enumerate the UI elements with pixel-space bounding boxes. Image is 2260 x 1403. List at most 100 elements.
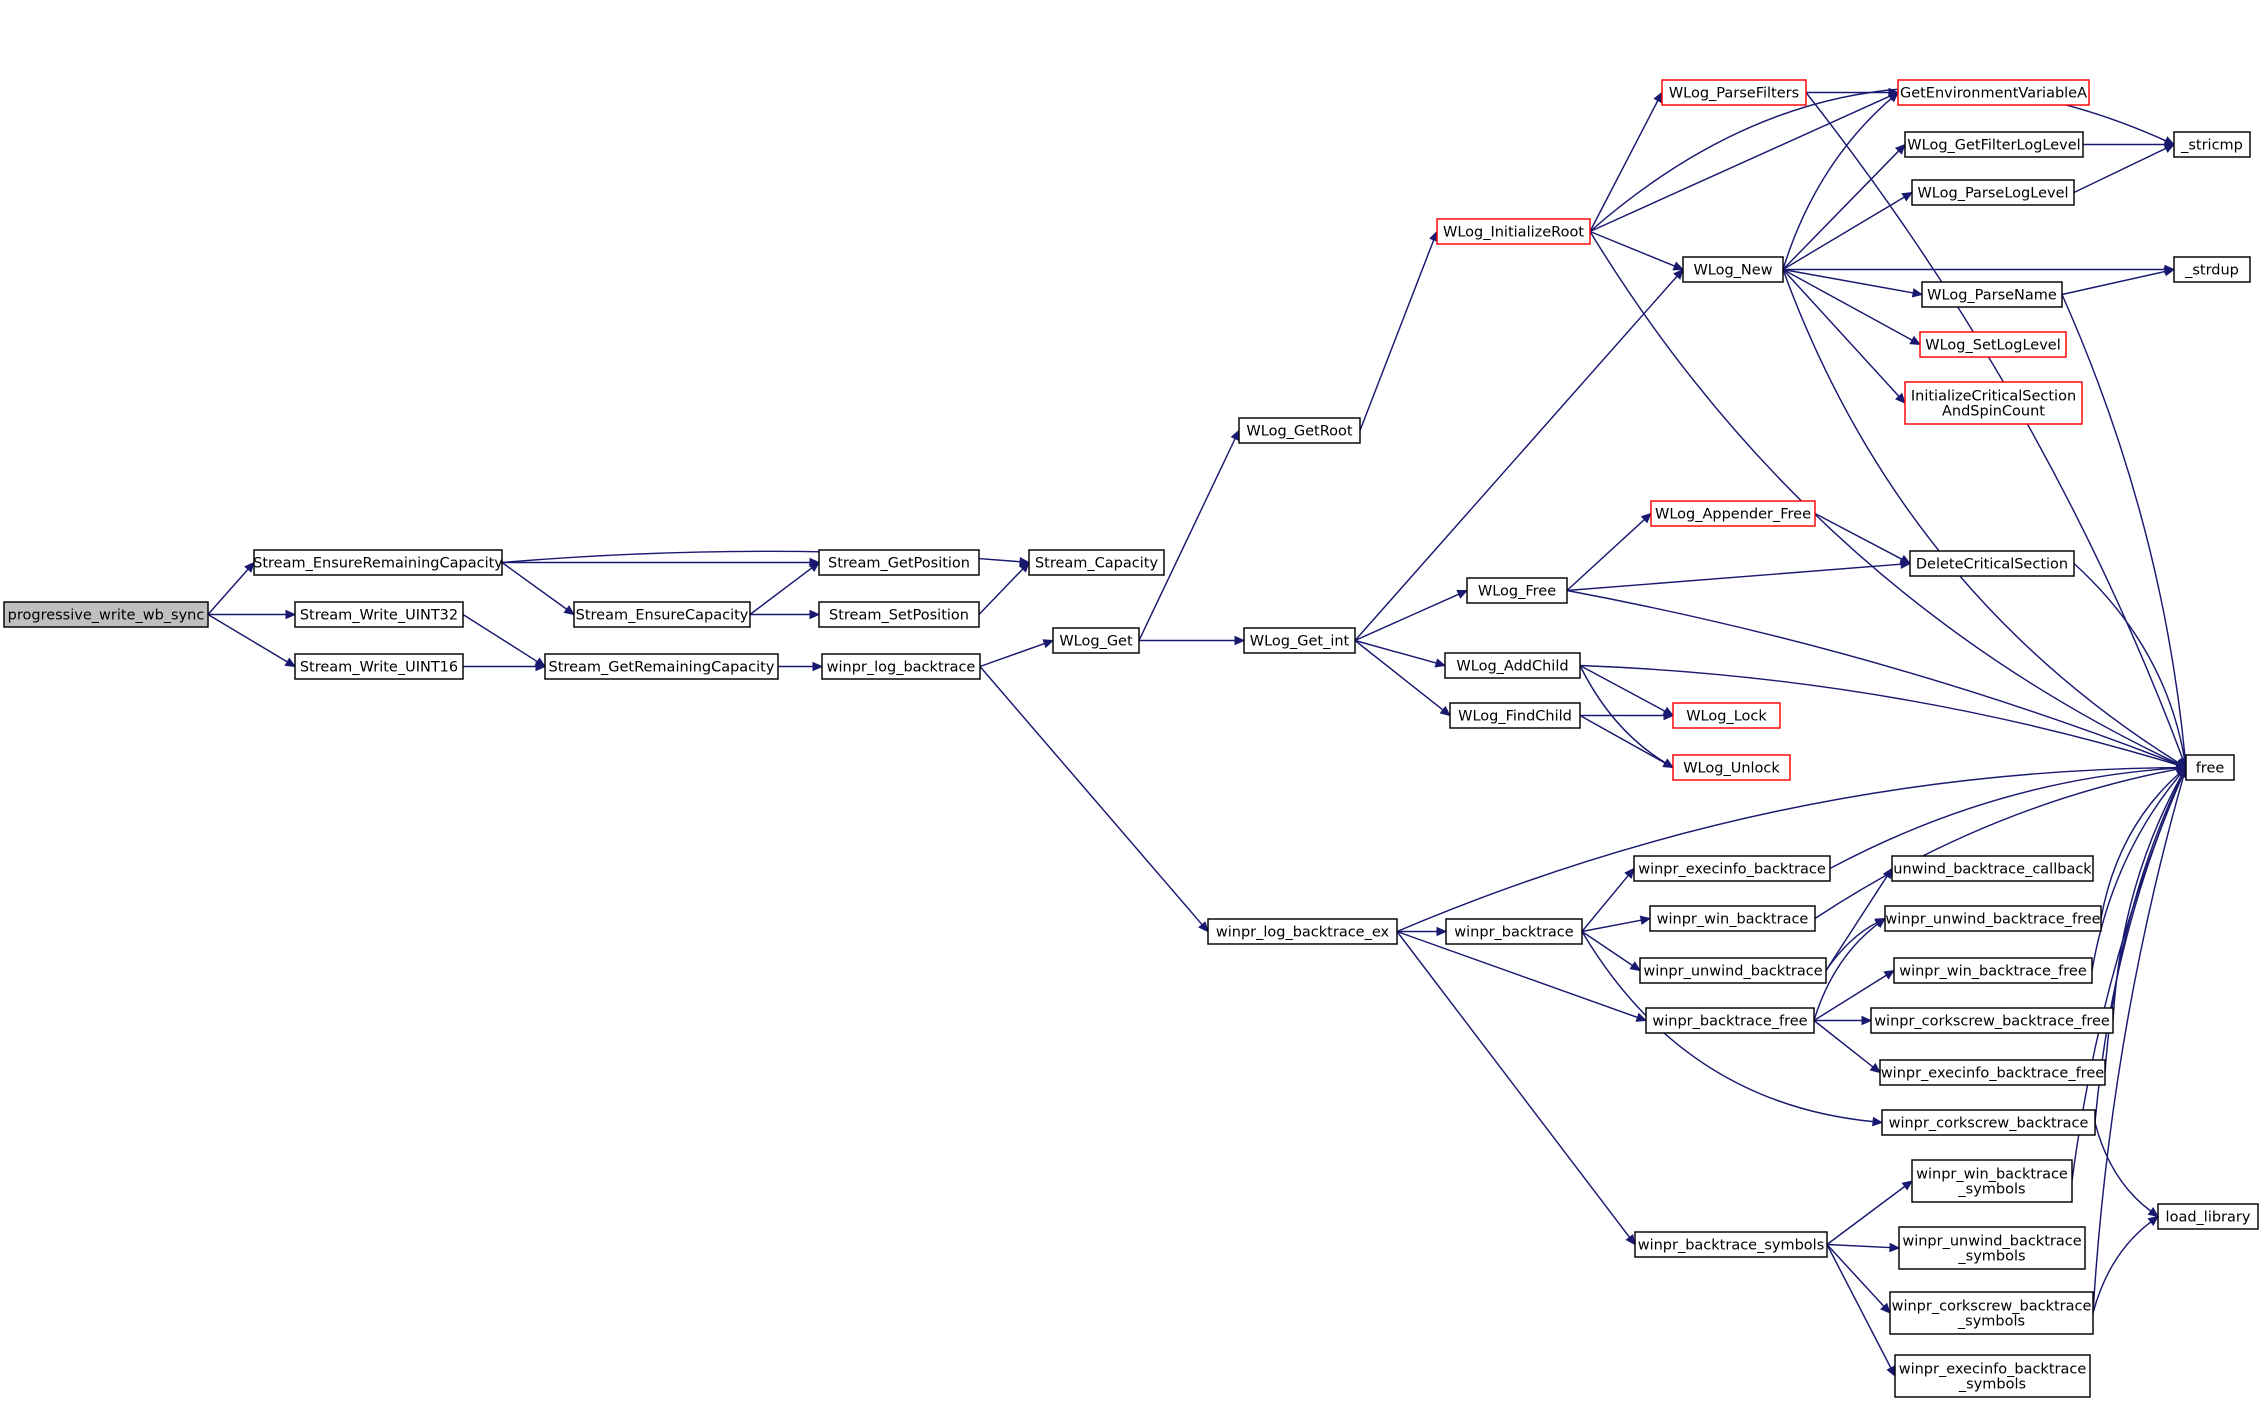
edge-line (2092, 1221, 2152, 1314)
node-wlog-getfilterloglevel[interactable]: WLog_GetFilterLogLevel (1904, 131, 2084, 158)
node-winpr-win-backtrace[interactable]: winpr_win_backtrace (1649, 905, 1816, 932)
node-winpr-win-backtrace-symbols[interactable]: winpr_win_backtrace_symbols (1911, 1159, 2073, 1203)
edge-wlog-getfilterloglevel-to-stricmp (2083, 139, 2176, 150)
edge-line (1359, 239, 1435, 431)
node-winpr-corkscrew-backtrace-free[interactable]: winpr_corkscrew_backtrace_free (1870, 1007, 2114, 1034)
node-label: WLog_GetRoot (1246, 424, 1352, 440)
node-wlog-new[interactable]: WLog_New (1682, 256, 1784, 283)
edge-stream-ensurecapacity-to-stream-getposition (749, 561, 820, 616)
node-wlog-free[interactable]: WLog_Free (1466, 577, 1568, 604)
node-wlog-setloglevel[interactable]: WLog_SetLogLevel (1919, 331, 2067, 358)
node-winpr-corkscrew-backtrace-symbols[interactable]: winpr_corkscrew_backtrace_symbols (1889, 1291, 2094, 1335)
node-load-library[interactable]: load_library (2157, 1203, 2259, 1230)
node-winpr-unwind-backtrace-free[interactable]: winpr_unwind_backtrace_free (1884, 905, 2102, 932)
node-stream-write-uint32[interactable]: Stream_Write_UINT32 (294, 601, 464, 628)
node-stream-ensurecapacity[interactable]: Stream_EnsureCapacity (573, 601, 751, 628)
node-winpr-log-backtrace[interactable]: winpr_log_backtrace (821, 653, 981, 680)
edge-wlog-appender-free-to-deletecriticalsection (1814, 512, 1912, 565)
node-winpr-win-backtrace-free[interactable]: winpr_win_backtrace_free (1893, 957, 2093, 984)
node-getenvironmentvariablea[interactable]: GetEnvironmentVariableA (1897, 79, 2090, 106)
node-stream-getremainingcapacity[interactable]: Stream_GetRemainingCapacity (544, 653, 779, 680)
node-unwind-backtrace-callback[interactable]: unwind_backtrace_callback (1891, 855, 2094, 882)
node-wlog-getroot[interactable]: WLog_GetRoot (1238, 417, 1361, 444)
arrowhead (1901, 1180, 1913, 1191)
node-winpr-backtrace[interactable]: winpr_backtrace (1445, 918, 1583, 945)
node-box (1238, 417, 1361, 444)
edge-wlog-parseloglevel-to-stricmp (2073, 143, 2176, 194)
arrowhead (808, 561, 820, 573)
edge-wlog-get-int-to-wlog-free (1354, 589, 1469, 642)
node-label: WLog_Get (1059, 634, 1133, 650)
edge-line (1396, 930, 1638, 1019)
node-wlog-unlock[interactable]: WLog_Unlock (1672, 754, 1791, 781)
node-winpr-unwind-backtrace-symbols[interactable]: winpr_unwind_backtrace_symbols (1898, 1226, 2086, 1270)
node-box (1650, 500, 1816, 527)
edge-line (1354, 639, 1444, 711)
edge-stream-ensurecapacity-to-stream-setposition (750, 609, 821, 620)
node-winpr-backtrace-free[interactable]: winpr_backtrace_free (1645, 1007, 1815, 1034)
node-winpr-unwind-backtrace[interactable]: winpr_unwind_backtrace (1639, 957, 1827, 984)
arrowhead (1042, 639, 1055, 649)
node-winpr-execinfo-backtrace[interactable]: winpr_execinfo_backtrace (1633, 855, 1831, 882)
node-wlog-initializeroot[interactable]: WLog_InitializeRoot (1436, 218, 1591, 245)
edge-winpr-backtrace-to-winpr-win-backtrace (1581, 915, 1652, 933)
node-label: winpr_win_backtrace (1657, 912, 1809, 928)
node-winpr-log-backtrace-ex[interactable]: winpr_log_backtrace_ex (1207, 918, 1398, 945)
node-label: AndSpinCount (1942, 404, 2045, 420)
node-label: _strdup (2184, 263, 2239, 279)
node-wlog-get[interactable]: WLog_Get (1052, 627, 1140, 654)
edge-deletecriticalsection-to-free (2073, 562, 2190, 769)
node-free[interactable]: free (2185, 754, 2235, 781)
node-winpr-execinfo-backtrace-symbols[interactable]: winpr_execinfo_backtrace_symbols (1894, 1354, 2091, 1398)
node-stream-write-uint16[interactable]: Stream_Write_UINT16 (294, 653, 464, 680)
edge-line (2104, 775, 2183, 1073)
edge-line (978, 568, 1024, 616)
node-label: winpr_execinfo_backtrace (1899, 1362, 2087, 1378)
arrowhead (1880, 1302, 1891, 1314)
arrowhead (1673, 268, 1684, 280)
node-stream-getposition[interactable]: Stream_GetPosition (818, 549, 980, 576)
node-label: WLog_ParseName (1927, 288, 2057, 304)
edge-winpr-backtrace-to-winpr-corkscrew-backtrace (1581, 931, 1884, 1127)
node-wlog-findchild[interactable]: WLog_FindChild (1449, 702, 1581, 729)
edge-wlog-addchild-to-wlog-unlock (1579, 665, 1675, 769)
node-stricmp[interactable]: _stricmp (2173, 131, 2251, 158)
node-stream-capacity[interactable]: Stream_Capacity (1028, 549, 1165, 576)
node-label: _symbols (1958, 1377, 2026, 1393)
node-wlog-lock[interactable]: WLog_Lock (1672, 702, 1781, 729)
edge-stream-write-uint16-to-stream-getremainingcapacity (463, 661, 547, 672)
edge-winpr-log-backtrace-ex-to-winpr-backtrace-free (1396, 930, 1648, 1022)
node-box (1911, 179, 2075, 206)
edge-wlog-addchild-to-free (1579, 664, 2188, 770)
arrowhead (1234, 635, 1246, 646)
edge-wlog-initializeroot-to-getenvironmentvariablea (1589, 91, 1900, 233)
edge-wlog-get-int-to-wlog-addchild (1354, 639, 1447, 668)
node-deletecriticalsection[interactable]: DeleteCriticalSection (1909, 550, 2075, 577)
node-wlog-appender-free[interactable]: WLog_Appender_Free (1650, 500, 1816, 527)
arrowhead (1439, 705, 1451, 717)
node-wlog-parsefilters[interactable]: WLog_ParseFilters (1661, 79, 1807, 106)
node-box (1028, 549, 1165, 576)
arrowhead (1635, 1012, 1648, 1022)
node-wlog-parseloglevel[interactable]: WLog_ParseLogLevel (1911, 179, 2075, 206)
node-wlog-addchild[interactable]: WLog_AddChild (1444, 652, 1581, 679)
edge-winpr-log-backtrace-to-wlog-get (979, 639, 1055, 668)
node-box (1909, 550, 2075, 577)
node-box (2173, 131, 2251, 158)
node-winpr-backtrace-symbols[interactable]: winpr_backtrace_symbols (1634, 1231, 1828, 1258)
edge-line (2092, 775, 2185, 1314)
node-stream-setposition[interactable]: Stream_SetPosition (818, 601, 980, 628)
edge-wlog-findchild-to-wlog-unlock (1579, 714, 1675, 769)
edge-winpr-corkscrew-backtrace-symbols-to-load-library (2092, 1215, 2159, 1314)
node-wlog-get-int[interactable]: WLog_Get_int (1243, 627, 1356, 654)
arrowhead (1869, 1062, 1881, 1074)
node-wlog-parsename[interactable]: WLog_ParseName (1921, 281, 2063, 308)
node-winpr-corkscrew-backtrace[interactable]: winpr_corkscrew_backtrace (1881, 1109, 2096, 1136)
node-strdup[interactable]: _strdup (2173, 256, 2251, 283)
edge-line (1579, 664, 1666, 712)
node-winpr-execinfo-backtrace-free[interactable]: winpr_execinfo_backtrace_free (1879, 1059, 2106, 1086)
edge-line (1581, 931, 1874, 1123)
node-stream-ensureremainingcapacity[interactable]: Stream_EnsureRemainingCapacity (253, 549, 503, 576)
edge-line (979, 666, 1203, 926)
